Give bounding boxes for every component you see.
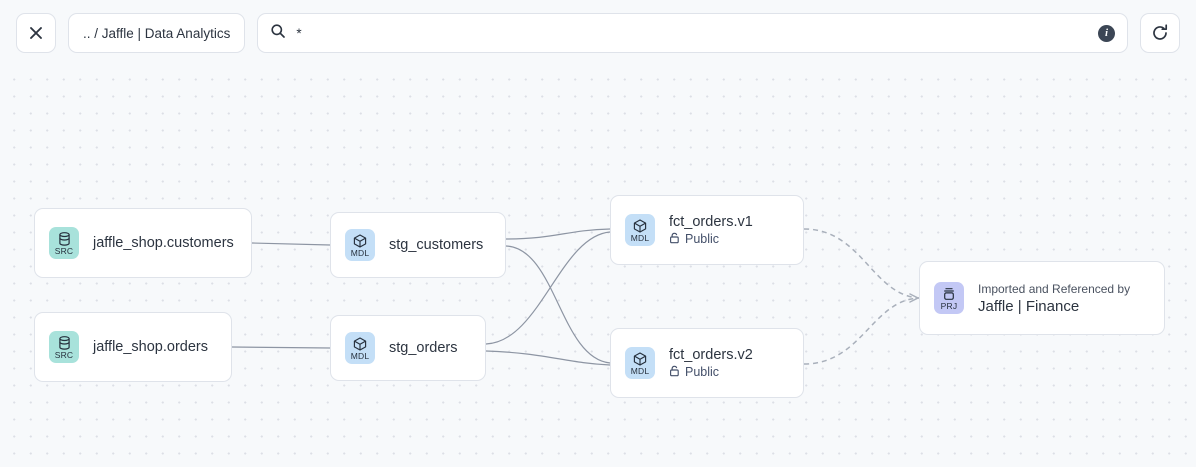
cube-icon	[353, 233, 367, 248]
node-visibility: Public	[669, 232, 753, 247]
node-body: stg_customers	[389, 237, 483, 253]
breadcrumb-label: .. / Jaffle | Data Analytics	[83, 25, 231, 41]
node-body: jaffle_shop.orders	[93, 339, 208, 355]
badge-label: MDL	[630, 365, 650, 376]
node-title: jaffle_shop.customers	[93, 235, 234, 251]
refresh-icon	[1151, 24, 1169, 42]
node-prj-jaffle-finance[interactable]: PRJ Imported and Referenced by Jaffle | …	[919, 261, 1165, 335]
edge-stg-customers-to-fct-v2	[505, 245, 611, 364]
edge-src-customers-to-stg-customers	[251, 242, 331, 246]
node-fct-orders-v1[interactable]: MDL fct_orders.v1 Public	[610, 195, 804, 265]
node-body: stg_orders	[389, 340, 458, 356]
node-fct-orders-v2[interactable]: MDL fct_orders.v2 Public	[610, 328, 804, 398]
database-icon	[58, 335, 71, 350]
project-box-icon	[942, 287, 956, 301]
edge-stg-customers-to-fct-v1	[505, 228, 611, 240]
edge-stg-orders-to-fct-v1	[485, 231, 611, 345]
node-body: Imported and Referenced by Jaffle | Fina…	[978, 282, 1130, 315]
node-title: Jaffle | Finance	[978, 297, 1080, 315]
cube-icon	[353, 336, 367, 351]
refresh-button[interactable]	[1140, 13, 1180, 53]
node-stg-orders[interactable]: MDL stg_orders	[330, 315, 486, 381]
edge-layer	[231, 228, 920, 366]
badge-mdl: MDL	[625, 347, 655, 379]
node-title: fct_orders.v1	[669, 213, 753, 230]
badge-src: SRC	[49, 227, 79, 259]
badge-label: MDL	[350, 247, 370, 258]
badge-label: MDL	[630, 232, 650, 243]
badge-label: PRJ	[940, 300, 958, 311]
search-input[interactable]	[296, 14, 1088, 52]
search-bar[interactable]: i	[257, 13, 1128, 53]
edge-arrowhead-prj	[909, 293, 919, 303]
node-title: fct_orders.v2	[669, 346, 753, 363]
node-title: stg_orders	[389, 340, 458, 356]
badge-label: SRC	[54, 245, 74, 256]
node-body: fct_orders.v2 Public	[669, 347, 753, 380]
top-toolbar: .. / Jaffle | Data Analytics i	[0, 0, 1196, 66]
node-body: fct_orders.v1 Public	[669, 214, 753, 247]
badge-mdl: MDL	[345, 332, 375, 364]
search-icon	[270, 23, 286, 44]
close-icon	[29, 26, 43, 40]
edge-fct-v1-to-prj	[803, 228, 920, 299]
node-stg-customers[interactable]: MDL stg_customers	[330, 212, 506, 278]
unlock-icon	[669, 365, 680, 380]
badge-mdl: MDL	[625, 214, 655, 246]
node-visibility: Public	[669, 365, 753, 380]
cube-icon	[633, 351, 647, 366]
badge-label: SRC	[54, 349, 74, 360]
edge-stg-orders-to-fct-v2	[485, 350, 611, 366]
badge-prj: PRJ	[934, 282, 964, 314]
badge-label: MDL	[350, 350, 370, 361]
node-src-orders[interactable]: SRC jaffle_shop.orders	[34, 312, 232, 382]
node-title: stg_customers	[389, 237, 484, 253]
lineage-canvas[interactable]: SRC jaffle_shop.customers SRC jaffle_sho…	[0, 66, 1196, 467]
unlock-icon	[669, 232, 680, 247]
info-icon-label: i	[1104, 27, 1109, 39]
node-src-customers[interactable]: SRC jaffle_shop.customers	[34, 208, 252, 278]
cube-icon	[633, 218, 647, 233]
edge-src-orders-to-stg-orders	[231, 346, 331, 349]
breadcrumb[interactable]: .. / Jaffle | Data Analytics	[68, 13, 246, 53]
badge-src: SRC	[49, 331, 79, 363]
database-icon	[58, 231, 71, 246]
edge-fct-v2-to-prj	[803, 297, 920, 365]
node-body: jaffle_shop.customers	[93, 235, 234, 251]
node-visibility-label: Public	[685, 232, 720, 246]
node-pretitle: Imported and Referenced by	[978, 281, 1131, 296]
info-icon[interactable]: i	[1098, 24, 1115, 42]
badge-mdl: MDL	[345, 229, 375, 261]
node-visibility-label: Public	[685, 365, 720, 379]
close-button[interactable]	[16, 13, 56, 53]
node-title: jaffle_shop.orders	[93, 339, 209, 355]
